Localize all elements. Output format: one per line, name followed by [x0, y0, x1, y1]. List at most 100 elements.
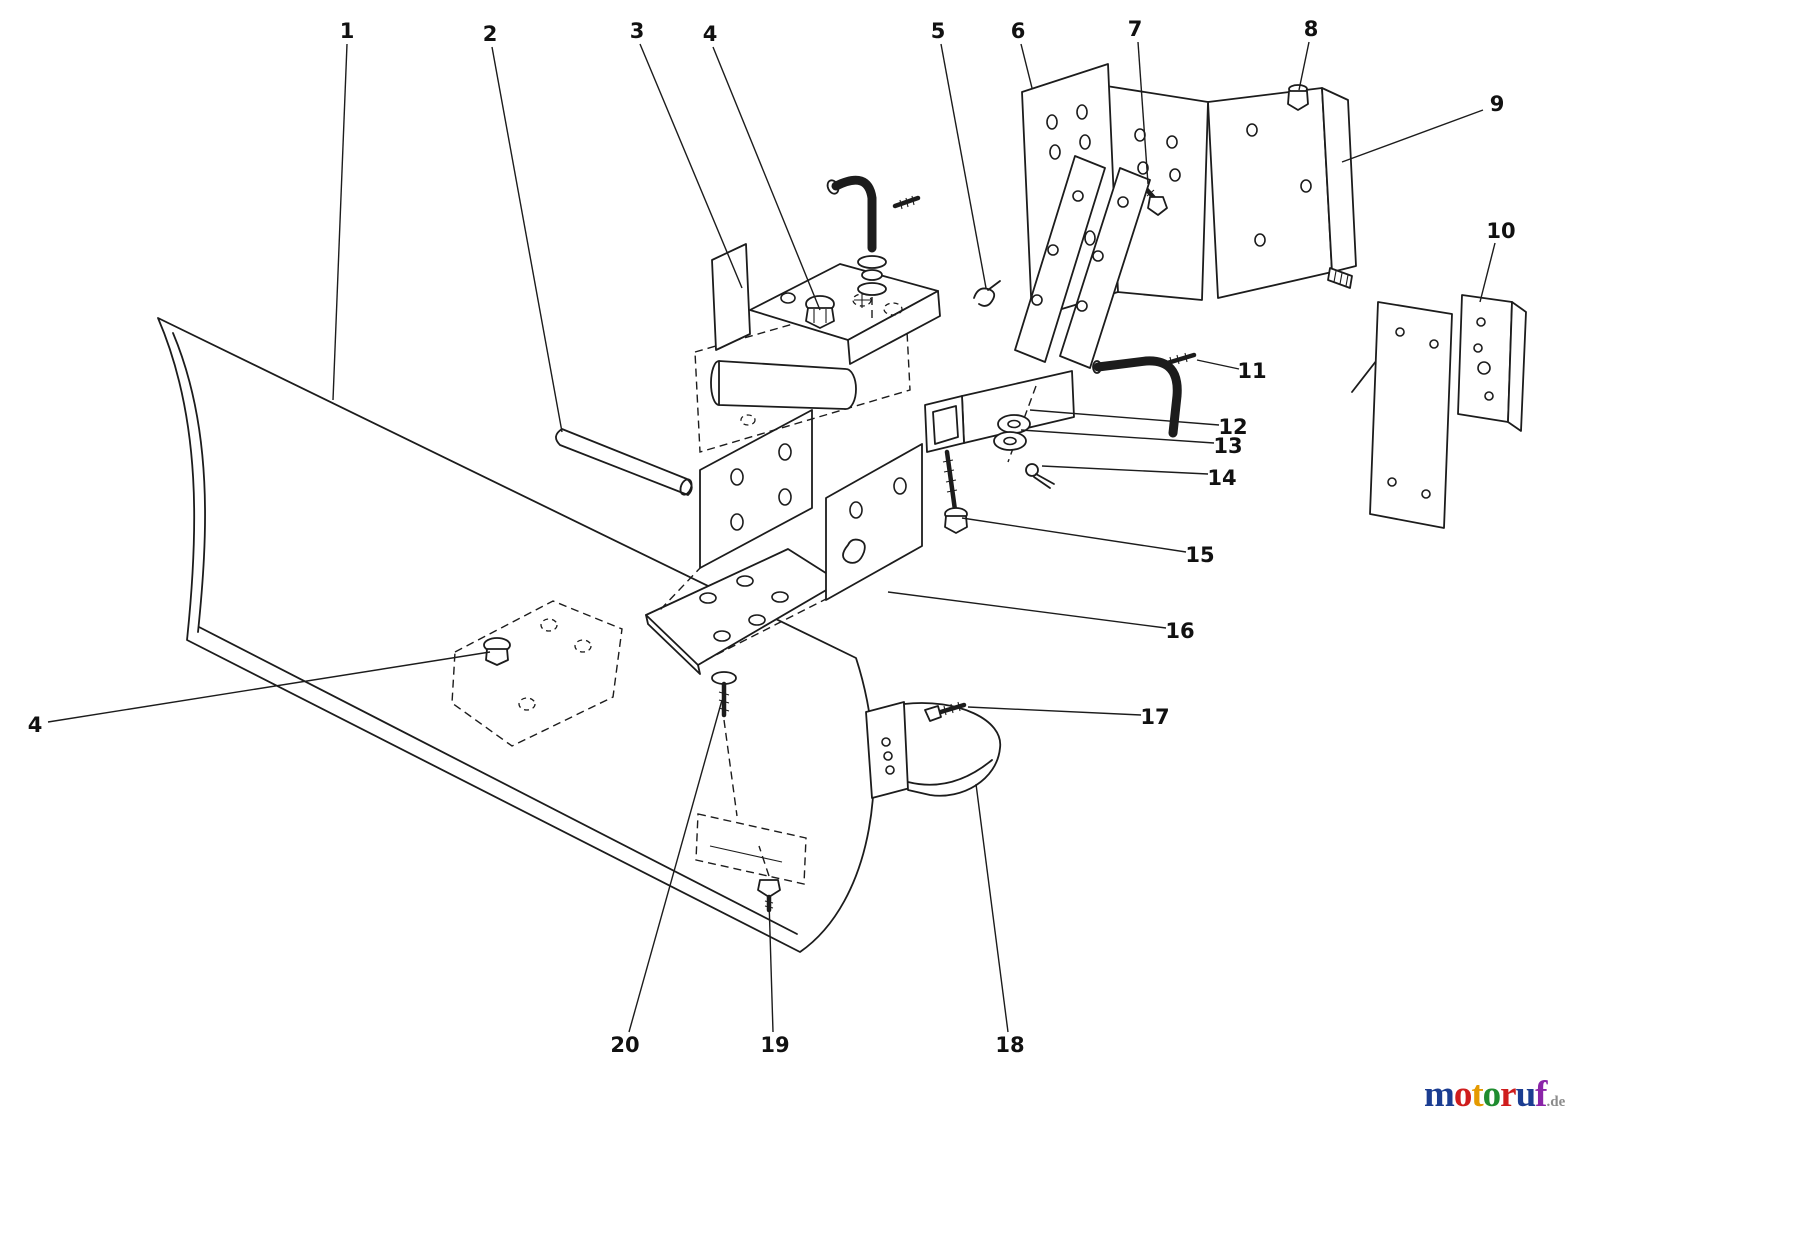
callout-leader-4	[712, 46, 821, 311]
flat-washer	[857, 255, 887, 269]
callout-leader-11	[1196, 359, 1240, 370]
plate-hole	[1429, 339, 1439, 349]
bracket-hole	[1246, 123, 1258, 137]
upright-hole	[730, 468, 744, 486]
bracket-hidden-hole	[883, 302, 903, 316]
crosshair	[854, 292, 870, 308]
pivot-tube	[710, 360, 857, 410]
skid-shoe	[865, 701, 1001, 799]
callout-label-18: 18	[995, 1033, 1024, 1057]
blade-end-curl-line	[172, 332, 206, 633]
callout-label-14: 14	[1207, 466, 1236, 490]
gusset-hole	[1076, 300, 1088, 312]
plate-hole	[540, 618, 558, 632]
callout-label-10: 10	[1486, 219, 1515, 243]
plate-hole	[1046, 114, 1058, 130]
bolt-8-head	[1287, 90, 1309, 111]
motoruf-logo[interactable]: motoruf.de	[1424, 1076, 1565, 1113]
plate-hole	[518, 697, 536, 711]
upright-hole	[730, 513, 744, 531]
blade-cutting-edge-line	[198, 626, 798, 935]
logo-letter: o	[1453, 1074, 1472, 1115]
bolt-20	[711, 671, 738, 817]
tube-inner-wall	[932, 405, 959, 445]
wear-plate-assembly	[1351, 294, 1527, 529]
callout-label-19: 19	[760, 1033, 789, 1057]
callout-leader-3	[639, 43, 743, 289]
swivel-bracket	[711, 243, 941, 365]
callout-leader-17	[967, 706, 1142, 716]
bracket-hole	[1300, 179, 1312, 193]
upright-hole	[849, 501, 863, 519]
bracket-hole	[1254, 233, 1266, 247]
plate-hole	[1166, 135, 1178, 149]
pin-handle	[831, 175, 877, 253]
logo-letter: u	[1515, 1074, 1537, 1115]
hinge-plate-thickness	[645, 614, 701, 675]
upright-hole	[893, 477, 907, 495]
threaded-stud	[1327, 267, 1353, 289]
callout-label-8: 8	[1304, 17, 1319, 41]
plate-hole	[1169, 168, 1181, 182]
alignment-dashes	[659, 565, 829, 661]
callout-leader-10	[1479, 242, 1496, 303]
callout-leader-5	[940, 43, 987, 289]
callout-label-4: 4	[703, 22, 718, 46]
bracket-center-hole	[1477, 361, 1491, 375]
gusset-hole	[1031, 294, 1043, 306]
skid-mount-box	[695, 813, 807, 885]
callout-leader-15	[961, 517, 1187, 553]
logo-wordmark: motoruf	[1424, 1074, 1548, 1115]
callout-label-11: 11	[1237, 359, 1266, 383]
hitch-tube	[924, 370, 1075, 453]
logo-letter: t	[1471, 1074, 1483, 1115]
callout-leader-12	[1029, 409, 1220, 426]
callout-label-12: 12	[1218, 415, 1247, 439]
blade	[157, 317, 875, 953]
flat-washer	[857, 282, 887, 296]
callout-leader-7	[1137, 41, 1149, 185]
callout-leader-20	[628, 699, 723, 1033]
gusset-hole	[1072, 190, 1084, 202]
bolt-15	[942, 449, 968, 534]
pin-end	[1092, 360, 1102, 374]
hinge-plate-hole	[736, 575, 754, 587]
gusset-hole	[1117, 196, 1129, 208]
tube-open-end	[924, 395, 965, 453]
callout-label-13: 13	[1213, 434, 1242, 458]
plate-hole	[1395, 327, 1405, 337]
bracket-lip	[847, 290, 941, 365]
callout-leader-19	[768, 899, 774, 1033]
shoe-hole	[883, 751, 893, 761]
washer-stack	[993, 385, 1037, 463]
hinge-plate-hole	[748, 614, 766, 626]
shoe-contour	[907, 759, 993, 786]
callout-label-2: 2	[483, 22, 498, 46]
rod-end-cap	[679, 478, 693, 496]
small-pin	[1161, 352, 1197, 367]
spring-clip	[973, 280, 1001, 307]
callout-label-6: 6	[1011, 19, 1026, 43]
callout-label-3: 3	[630, 19, 645, 43]
callout-leader-13	[1020, 429, 1215, 444]
bracket-hole	[1473, 343, 1483, 353]
callout-label-16: 16	[1165, 619, 1194, 643]
tube-left-cap	[710, 360, 720, 406]
bolt-head	[757, 879, 781, 898]
plate-hole	[1134, 128, 1146, 142]
callout-label-20: 20	[610, 1033, 639, 1057]
callout-label-5: 5	[931, 19, 946, 43]
callout-leader-1	[332, 43, 348, 401]
callout-leader-9	[1341, 109, 1484, 163]
pivot-rod	[555, 428, 693, 496]
plate-hole	[1137, 161, 1149, 175]
bracket-hole	[1476, 317, 1486, 327]
callout-label-1: 1	[340, 19, 355, 43]
upright-hole	[778, 443, 792, 461]
hinge-plate-hole	[771, 591, 789, 603]
logo-letter: o	[1482, 1074, 1501, 1115]
shoe-hole	[885, 765, 895, 775]
callout-label-15: 15	[1185, 543, 1214, 567]
hook-slot	[842, 538, 866, 564]
bracket-flange	[711, 243, 751, 351]
